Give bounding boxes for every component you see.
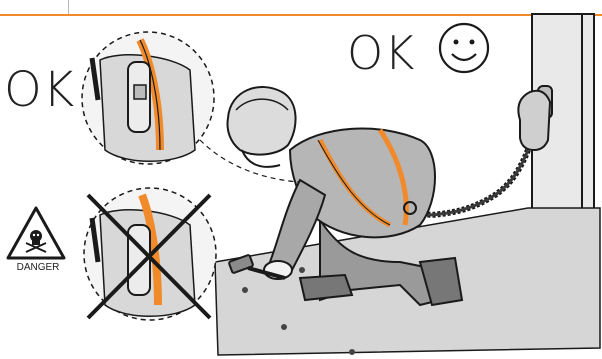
anchor-point <box>518 86 552 150</box>
skull-crossbones-warning-icon <box>8 208 64 258</box>
danger-label: DANGER <box>8 262 68 273</box>
ok-label-left: OK <box>4 62 75 118</box>
smiley-face-icon <box>440 24 488 72</box>
ok-label-right: OK <box>347 26 415 80</box>
zoom-circle-ok <box>82 32 214 164</box>
